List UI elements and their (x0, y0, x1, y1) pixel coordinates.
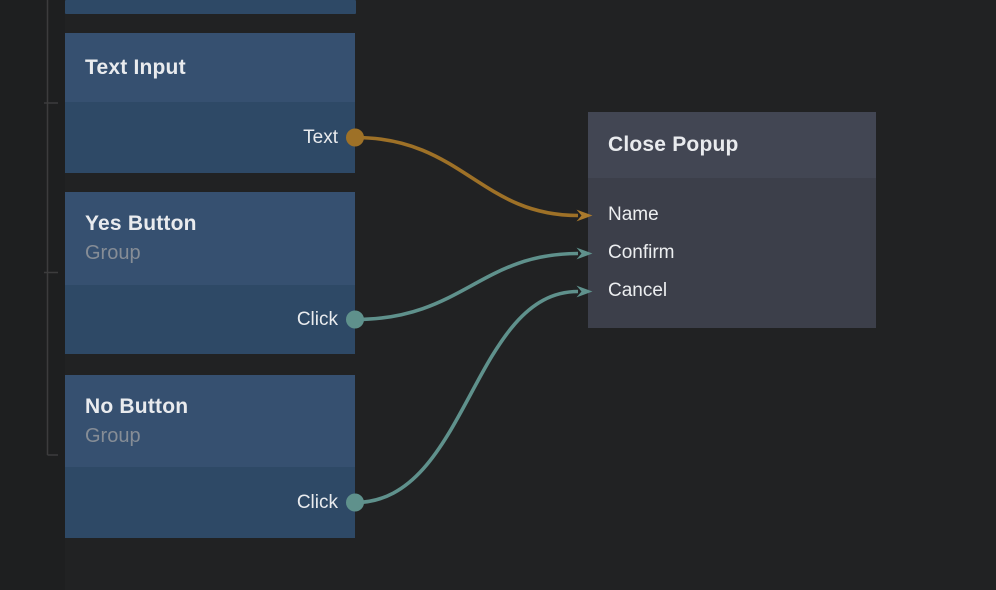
node-title: Yes Button (85, 212, 197, 235)
node-no-button-body: Click (65, 467, 355, 538)
node-partial-top[interactable] (65, 0, 356, 14)
node-yes-button-header[interactable]: Yes Button Group (65, 192, 355, 285)
node-text-input-body: Text (65, 102, 355, 173)
wire-noclick-to-cancel[interactable] (354, 285, 593, 505)
canvas-left-margin (0, 0, 65, 590)
node-subtitle: Group (85, 424, 141, 447)
node-close-popup-body: Name Confirm Cancel (588, 178, 876, 328)
node-title: No Button (85, 394, 189, 418)
node-title: Text Input (85, 55, 186, 79)
wire-text-to-name[interactable] (354, 135, 593, 222)
node-subtitle: Group (85, 242, 141, 264)
output-port-label-click: Click (296, 308, 338, 330)
wire-yesclick-to-confirm[interactable] (354, 247, 593, 322)
node-no-button[interactable]: No Button Group Click (65, 375, 355, 538)
node-yes-button[interactable]: Yes Button Group Click (65, 192, 355, 354)
input-row-confirm[interactable]: Confirm (588, 234, 876, 272)
input-port-label-confirm: Confirm (608, 242, 675, 263)
node-no-button-header[interactable]: No Button Group (65, 375, 355, 467)
output-port-label-click: Click (296, 491, 338, 513)
node-close-popup-header[interactable]: Close Popup (588, 112, 876, 178)
node-close-popup[interactable]: Close Popup Name Confirm Cancel (588, 112, 876, 328)
input-row-cancel[interactable]: Cancel (588, 272, 876, 310)
output-port-label-text: Text (303, 126, 338, 148)
input-row-name[interactable]: Name (588, 196, 876, 234)
input-port-label-cancel: Cancel (608, 280, 668, 301)
node-text-input[interactable]: Text Input Text (65, 33, 355, 173)
input-port-label-name: Name (608, 204, 659, 225)
node-text-input-header[interactable]: Text Input (65, 33, 355, 102)
node-yes-button-body: Click (65, 285, 355, 354)
node-title: Close Popup (608, 133, 739, 156)
